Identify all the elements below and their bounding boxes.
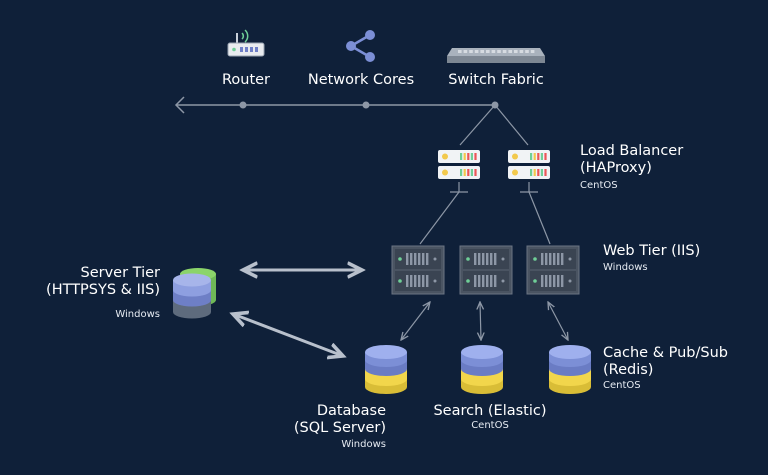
cache-label: Cache & Pub/Sub (Redis): [603, 345, 728, 380]
cache-os: CentOS: [603, 380, 641, 391]
database-subtitle: (SQL Server): [293, 420, 386, 437]
router-label: Router: [221, 72, 271, 88]
server-unit-icon: [508, 166, 550, 179]
server-rack-unit: [391, 245, 445, 295]
switch-fabric-label: Switch Fabric: [448, 72, 544, 88]
server-rack-icon: [391, 245, 580, 295]
share-nodes-icon: [346, 30, 375, 62]
server-tier-subtitle: (HTTPSYS & IIS): [46, 282, 160, 299]
backbone-node-router: [239, 101, 247, 109]
stacked-database-icon: [173, 268, 216, 319]
load-balancer-label: Load Balancer (HAProxy): [580, 143, 683, 178]
router-icon: [227, 29, 265, 57]
database-title: Database: [316, 403, 386, 419]
database-cylinder: [549, 345, 591, 394]
web-tier-label: Web Tier (IIS): [603, 243, 701, 259]
server-unit-icon: [508, 150, 550, 163]
database-cylinder: [461, 345, 503, 394]
connectors: [233, 270, 568, 356]
server-tier-label: Server Tier (HTTPSYS & IIS): [20, 265, 160, 300]
database-os: Windows: [341, 439, 386, 450]
database-cylinder: [365, 345, 407, 394]
load-balancer-os: CentOS: [580, 180, 618, 191]
web-tier-os: Windows: [603, 262, 648, 273]
network-switch-icon: [447, 48, 545, 63]
server-tier-title: Server Tier: [80, 265, 160, 281]
database-label: Database (SQL Server): [260, 403, 386, 438]
server-rack-unit: [459, 245, 513, 295]
server-tier-os: Windows: [115, 309, 160, 320]
server-unit-icon: [438, 166, 480, 179]
cache-title: Cache & Pub/Sub: [603, 345, 728, 361]
backbone-node-cores: [362, 101, 370, 109]
cache-subtitle: (Redis): [603, 362, 654, 379]
network-backbone: [174, 96, 529, 146]
server-rack-unit: [526, 245, 580, 295]
load-balancer-title: Load Balancer: [580, 143, 684, 159]
search-label: Search (Elastic): [433, 403, 547, 419]
network-cores-label: Network Cores: [307, 72, 415, 88]
load-balancer-subtitle: (HAProxy): [580, 160, 652, 177]
load-balancer-group: [419, 150, 551, 245]
database-icon: [365, 345, 591, 394]
search-os: CentOS: [471, 420, 509, 431]
server-unit-icon: [438, 150, 480, 163]
